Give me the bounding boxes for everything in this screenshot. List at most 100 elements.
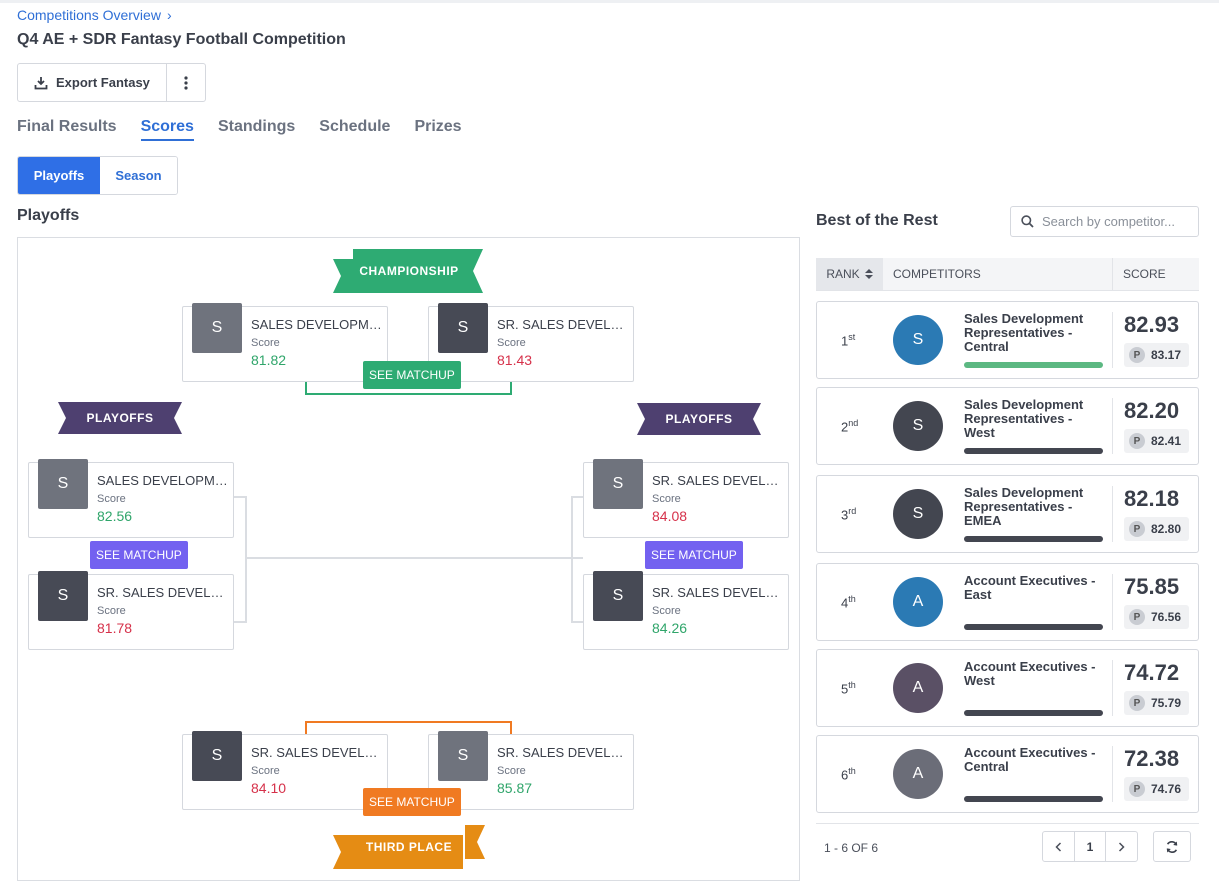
playoffs-label: PLAYOFFS <box>665 412 733 426</box>
see-matchup-button[interactable]: SEE MATCHUP <box>90 541 188 569</box>
competitor-name: SR. SALES DEVELOPMENT REPRESENTATIVES <box>652 585 784 600</box>
search-input[interactable] <box>1042 214 1192 229</box>
rank-cell: 4th <box>841 594 856 610</box>
tab-final-results[interactable]: Final Results <box>17 118 117 135</box>
bracket-card[interactable]: S SR. SALES DEVELOPMENT REPRESENTATIVES … <box>182 731 388 810</box>
score-bar <box>964 796 1103 802</box>
rank-suffix: rd <box>848 506 857 516</box>
ribbon-shape <box>333 249 483 293</box>
rank-suffix: st <box>848 332 856 342</box>
competitor-score: 75.85 <box>1124 574 1180 599</box>
tab-scores[interactable]: Scores <box>140 118 194 141</box>
ribbon-shape <box>58 402 182 434</box>
competitor-score: 84.08 <box>652 508 688 524</box>
see-matchup-button[interactable]: SEE MATCHUP <box>363 788 461 816</box>
sort-icon <box>864 269 873 279</box>
projected-icon: P <box>1129 695 1145 711</box>
rank-column-header[interactable]: RANK <box>816 258 883 290</box>
page-number-button[interactable]: 1 <box>1074 832 1106 861</box>
bracket-card[interactable]: S SR. SALES DEVELOPMENT REPRESENTATIVES … <box>428 303 634 382</box>
competitor-score: 74.72 <box>1124 660 1180 685</box>
competitor-score: 82.93 <box>1124 312 1180 337</box>
table-header: RANK COMPETITORS SCORE <box>816 258 1199 291</box>
competitor-score: 81.43 <box>497 352 533 368</box>
avatar: S <box>593 571 643 621</box>
rank-number: 3 <box>841 507 849 523</box>
export-fantasy-button[interactable]: Export Fantasy <box>18 64 167 101</box>
bracket-card[interactable]: S SR. SALES DEVELOPMENT REPRESENTATIVES … <box>28 571 234 650</box>
chevron-left-icon <box>1055 841 1062 852</box>
score-column-header: SCORE <box>1112 258 1166 290</box>
score-label: Score <box>652 605 681 617</box>
avatar: A <box>893 577 943 627</box>
avatar: S <box>192 731 242 781</box>
competitor-name: Sales Development Representatives - West <box>964 397 1084 440</box>
competitor-name: Sales Development Representatives - Cent… <box>964 311 1084 354</box>
next-page-button[interactable] <box>1106 832 1137 861</box>
bracket-card[interactable]: S SR. SALES DEVELOPMENT REPRESENTATIVES … <box>583 459 789 538</box>
column-divider <box>1112 660 1113 716</box>
avatar: S <box>192 303 242 353</box>
bracket-card[interactable]: S SR. SALES DEVELOPMENT REPRESENTATIVES … <box>428 731 634 810</box>
season-toggle-button[interactable]: Season <box>100 157 177 194</box>
projected-icon: P <box>1129 347 1145 363</box>
competitor-score: 81.78 <box>97 620 133 636</box>
competitor-score: 72.38 <box>1124 746 1180 771</box>
toolbar: Export Fantasy <box>17 63 206 102</box>
breadcrumb[interactable]: Competitions Overview › <box>17 7 172 23</box>
playoffs-toggle-button[interactable]: Playoffs <box>18 157 100 194</box>
download-icon <box>34 76 48 89</box>
competitors-column-header: COMPETITORS <box>893 267 981 281</box>
projected-score: 75.79 <box>1151 696 1182 710</box>
column-divider <box>1112 486 1113 542</box>
bracket-card[interactable]: S SALES DEVELOPMENT REPRESENTATIVES Scor… <box>28 459 234 538</box>
view-toggle: Playoffs Season <box>17 156 178 195</box>
competitor-name: SR. SALES DEVELOPMENT REPRESENTATIVES <box>251 745 383 760</box>
score-label: Score <box>652 493 681 505</box>
refresh-button[interactable] <box>1153 831 1191 862</box>
projected-icon: P <box>1129 781 1145 797</box>
rank-cell: 1st <box>841 332 855 348</box>
competitor-score: 82.20 <box>1124 398 1180 423</box>
breadcrumb-link[interactable]: Competitions Overview <box>17 7 161 23</box>
score-label: Score <box>497 765 526 777</box>
competitor-name: Sales Development Representatives - EMEA <box>964 485 1084 528</box>
rank-number: 4 <box>841 595 849 611</box>
score-label: Score <box>97 493 126 505</box>
bracket-card[interactable]: S SR. SALES DEVELOPMENT REPRESENTATIVES … <box>583 571 789 650</box>
competitor-name: Account Executives - Central <box>964 745 1096 774</box>
tab-schedule[interactable]: Schedule <box>319 118 391 135</box>
see-matchup-button[interactable]: SEE MATCHUP <box>645 541 743 569</box>
avatar: S <box>438 303 488 353</box>
avatar: S <box>438 731 488 781</box>
kebab-icon <box>184 75 188 90</box>
prev-page-button[interactable] <box>1043 832 1074 861</box>
tab-bar: Final Results Scores Standings Schedule … <box>17 118 462 141</box>
see-matchup-button[interactable]: SEE MATCHUP <box>363 361 461 389</box>
tab-prizes[interactable]: Prizes <box>414 118 462 135</box>
tab-standings[interactable]: Standings <box>217 118 296 135</box>
more-options-button[interactable] <box>167 64 205 101</box>
rank-suffix: th <box>848 766 856 776</box>
bracket-card[interactable]: S SALES DEVELOPMENT REPRESENTATIVES - CE… <box>182 303 388 382</box>
competitor-name: SR. SALES DEVELOPMENT REPRESENTATIVES <box>497 317 629 332</box>
avatar: S <box>593 459 643 509</box>
best-of-rest-title: Best of the Rest <box>816 212 938 229</box>
projected-score: 83.17 <box>1151 348 1182 362</box>
chevron-right-icon: › <box>166 7 172 23</box>
rank-suffix: th <box>848 594 856 604</box>
competitor-score: 84.10 <box>251 780 287 796</box>
avatar: S <box>38 571 88 621</box>
avatar: S <box>893 401 943 451</box>
championship-ribbon: CHAMPIONSHIP <box>333 249 485 293</box>
competitor-score: 82.18 <box>1124 486 1180 511</box>
competitor-score: 85.87 <box>497 780 533 796</box>
